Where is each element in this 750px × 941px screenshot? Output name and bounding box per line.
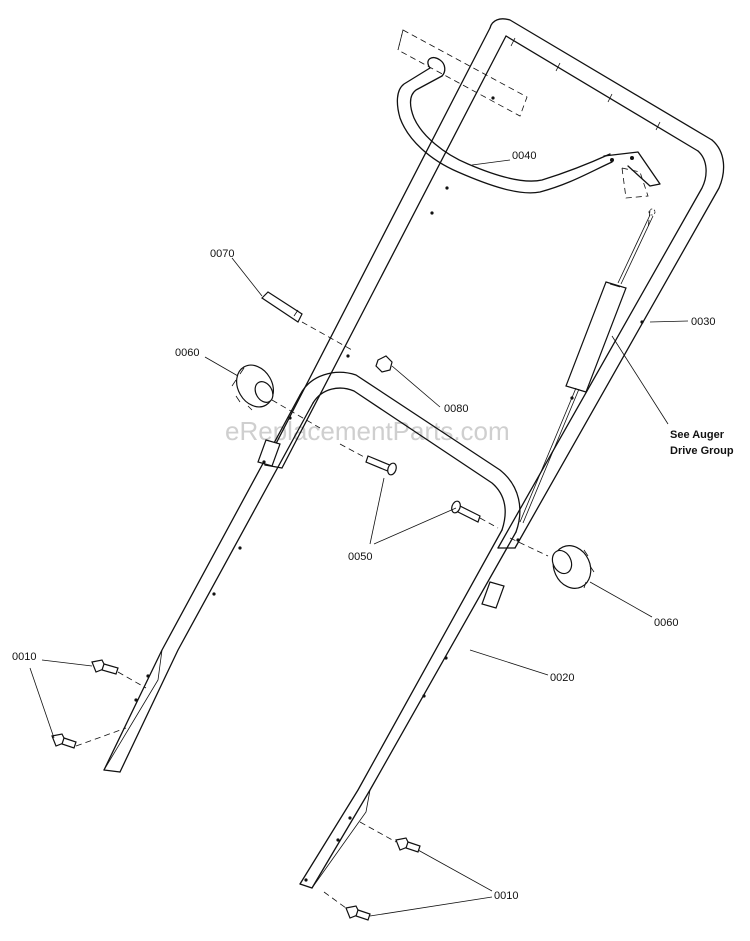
knob-0060-right [509,537,595,589]
note-line-1: See Auger [670,429,725,441]
bolt-0010-left-upper [91,659,147,689]
leader-lines [29,159,689,917]
callout-0010-right: 0010 [494,890,518,902]
ghost-bracket [397,29,528,117]
bolt-0050-a [339,443,397,476]
callout-0060-right: 0060 [654,617,678,629]
callout-0080: 0080 [444,403,468,415]
callout-0050: 0050 [348,551,372,563]
note-line-2: Drive Group [670,445,734,457]
watermark-text: eReplacementParts.com [225,416,510,446]
nut-0080 [375,355,393,373]
callout-0030: 0030 [691,316,715,328]
cable-bracket-dashed [621,167,656,231]
upper-handle-0030 [264,18,725,549]
callout-0060-left: 0060 [175,347,199,359]
callout-0020: 0020 [550,672,574,684]
bolt-0010-left-lower [51,727,127,749]
callout-0070: 0070 [210,248,234,260]
auger-cable [519,214,654,524]
callout-0040: 0040 [512,150,536,162]
control-bail-0040 [396,56,661,194]
bolt-0010-right-upper [359,821,421,853]
pin-0070 [261,291,353,351]
lower-handle-0020 [103,371,521,889]
knob-0060-left [231,364,321,429]
callout-0010-left: 0010 [12,651,36,663]
bolt-0050-b [451,500,499,529]
bolt-0010-right-lower [323,891,371,921]
